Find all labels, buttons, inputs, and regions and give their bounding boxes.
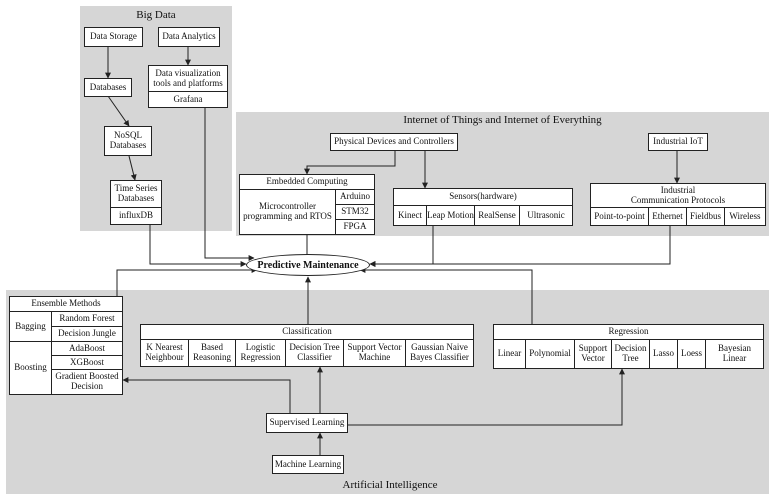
regression-item-linear: Linear — [494, 340, 526, 368]
sensor-item-ultrasonic: Ultrasonic — [527, 209, 565, 220]
embedded-item-fpga: FPGA — [343, 221, 367, 232]
influxdb-label: influxDB — [118, 210, 153, 221]
arrow-databases-nosql — [107, 95, 130, 127]
classification-item-svm: Support Vector Machine — [344, 340, 406, 366]
boosting-label: Boosting — [10, 342, 52, 394]
protocol-item-wireless: Wireless — [729, 210, 761, 221]
databases-box: Databases — [84, 78, 132, 97]
boosting-item-gradient-boosted: Gradient Boosted Decision — [55, 371, 119, 391]
arrow-nosql-timeseries — [128, 155, 137, 181]
embedded-item-stm32: STM32 — [336, 205, 374, 220]
regression-item-bayesian-linear: Bayesian Linear — [718, 343, 751, 363]
arrow-protocols-pm — [369, 226, 671, 267]
arrow-regression-pm — [359, 267, 533, 324]
arrow-influxdb-pm — [149, 225, 247, 267]
bagging-item-decision-jungle: Decision Jungle — [52, 327, 122, 342]
arrow-physical-embedded — [304, 150, 396, 175]
iot-title: Internet of Things and Internet of Every… — [403, 114, 602, 126]
sensor-item-kinect: Kinect — [394, 206, 427, 225]
embedded-title: Embedded Computing — [240, 175, 374, 190]
ai-title: Artificial Intelligence — [342, 479, 438, 491]
classification-title: Classification — [141, 325, 473, 340]
embedded-computing-box: Embedded Computing Microcontroller progr… — [239, 174, 375, 235]
regression-item-decision-tree: Decision Tree — [612, 340, 650, 368]
arrow-supervised-regression — [347, 368, 625, 426]
ensemble-methods-box: Ensemble Methods Bagging Random Forest D… — [9, 296, 123, 395]
protocols-box: Industrial Communication Protocols Point… — [590, 183, 766, 226]
data-analytics-box: Data Analytics — [158, 27, 220, 47]
sensors-box: Sensors(hardware) Kinect Leap Motion Rea… — [393, 188, 573, 226]
boosting-item-adaboost: AdaBoost — [52, 342, 122, 356]
classification-item-logistic: Logistic Regression — [236, 340, 286, 366]
data-viz-box: Data visualization tools and platforms G… — [148, 65, 228, 108]
time-series-box: Time Series Databases influxDB — [110, 180, 162, 225]
big-data-title: Big Data — [136, 9, 176, 21]
sensors-title: Sensors(hardware) — [394, 189, 572, 206]
regression-item-loess: Loess — [678, 340, 706, 368]
regression-item-lasso: Lasso — [650, 340, 678, 368]
bagging-item-random-forest: Random Forest — [52, 312, 122, 327]
time-series-label: Time Series Databases — [111, 181, 161, 208]
protocols-title: Industrial Communication Protocols — [591, 184, 765, 208]
classification-item-knn: K Nearest Neighbour — [141, 340, 189, 366]
protocol-item-fieldbus: Fieldbus — [687, 208, 725, 225]
embedded-item-arduino: Arduino — [336, 190, 374, 205]
regression-title: Regression — [494, 325, 763, 340]
industrial-iot-box: Industrial IoT — [648, 133, 708, 151]
regression-box: Regression Linear Polynomial Support Vec… — [493, 324, 764, 369]
data-storage-box: Data Storage — [84, 27, 143, 47]
regression-item-support-vector: Support Vector — [575, 340, 612, 368]
embedded-left-label: Microcontroller programming and RTOS — [240, 190, 336, 234]
boosting-item-xgboost: XGBoost — [52, 356, 122, 370]
regression-item-polynomial: Polynomial — [526, 340, 575, 368]
arrow-supervised-boosting — [122, 377, 291, 413]
protocol-item-ethernet: Ethernet — [649, 208, 687, 225]
arrow-sensors-pm — [369, 226, 434, 267]
classification-item-gaussian-nb: Gaussian Naive Bayes Classifier — [410, 342, 469, 362]
grafana-label: Grafana — [173, 93, 203, 104]
physical-devices-box: Physical Devices and Controllers — [330, 133, 458, 151]
sensor-item-leap-motion: Leap Motion — [427, 206, 475, 225]
sensor-item-realsense: RealSense — [475, 206, 520, 225]
classification-item-decision-tree: Decision Tree Classifier — [286, 340, 344, 366]
bagging-label: Bagging — [10, 312, 52, 342]
predictive-maintenance-node: Predictive Maintenance — [246, 254, 370, 276]
data-viz-label: Data visualization tools and platforms — [149, 66, 227, 92]
classification-item-based-reasoning: Based Reasoning — [189, 340, 236, 366]
classification-box: Classification K Nearest Neighbour Based… — [140, 324, 474, 367]
protocol-item-point-to-point: Point-to-point — [591, 208, 649, 225]
arrow-grafana-pm — [204, 107, 255, 261]
supervised-learning-box: Supervised Learning — [266, 413, 348, 433]
nosql-box: NoSQL Databases — [104, 126, 152, 156]
machine-learning-box: Machine Learning — [272, 455, 344, 474]
ensemble-title: Ensemble Methods — [10, 297, 122, 312]
arrow-ensemble-pm — [116, 267, 258, 296]
